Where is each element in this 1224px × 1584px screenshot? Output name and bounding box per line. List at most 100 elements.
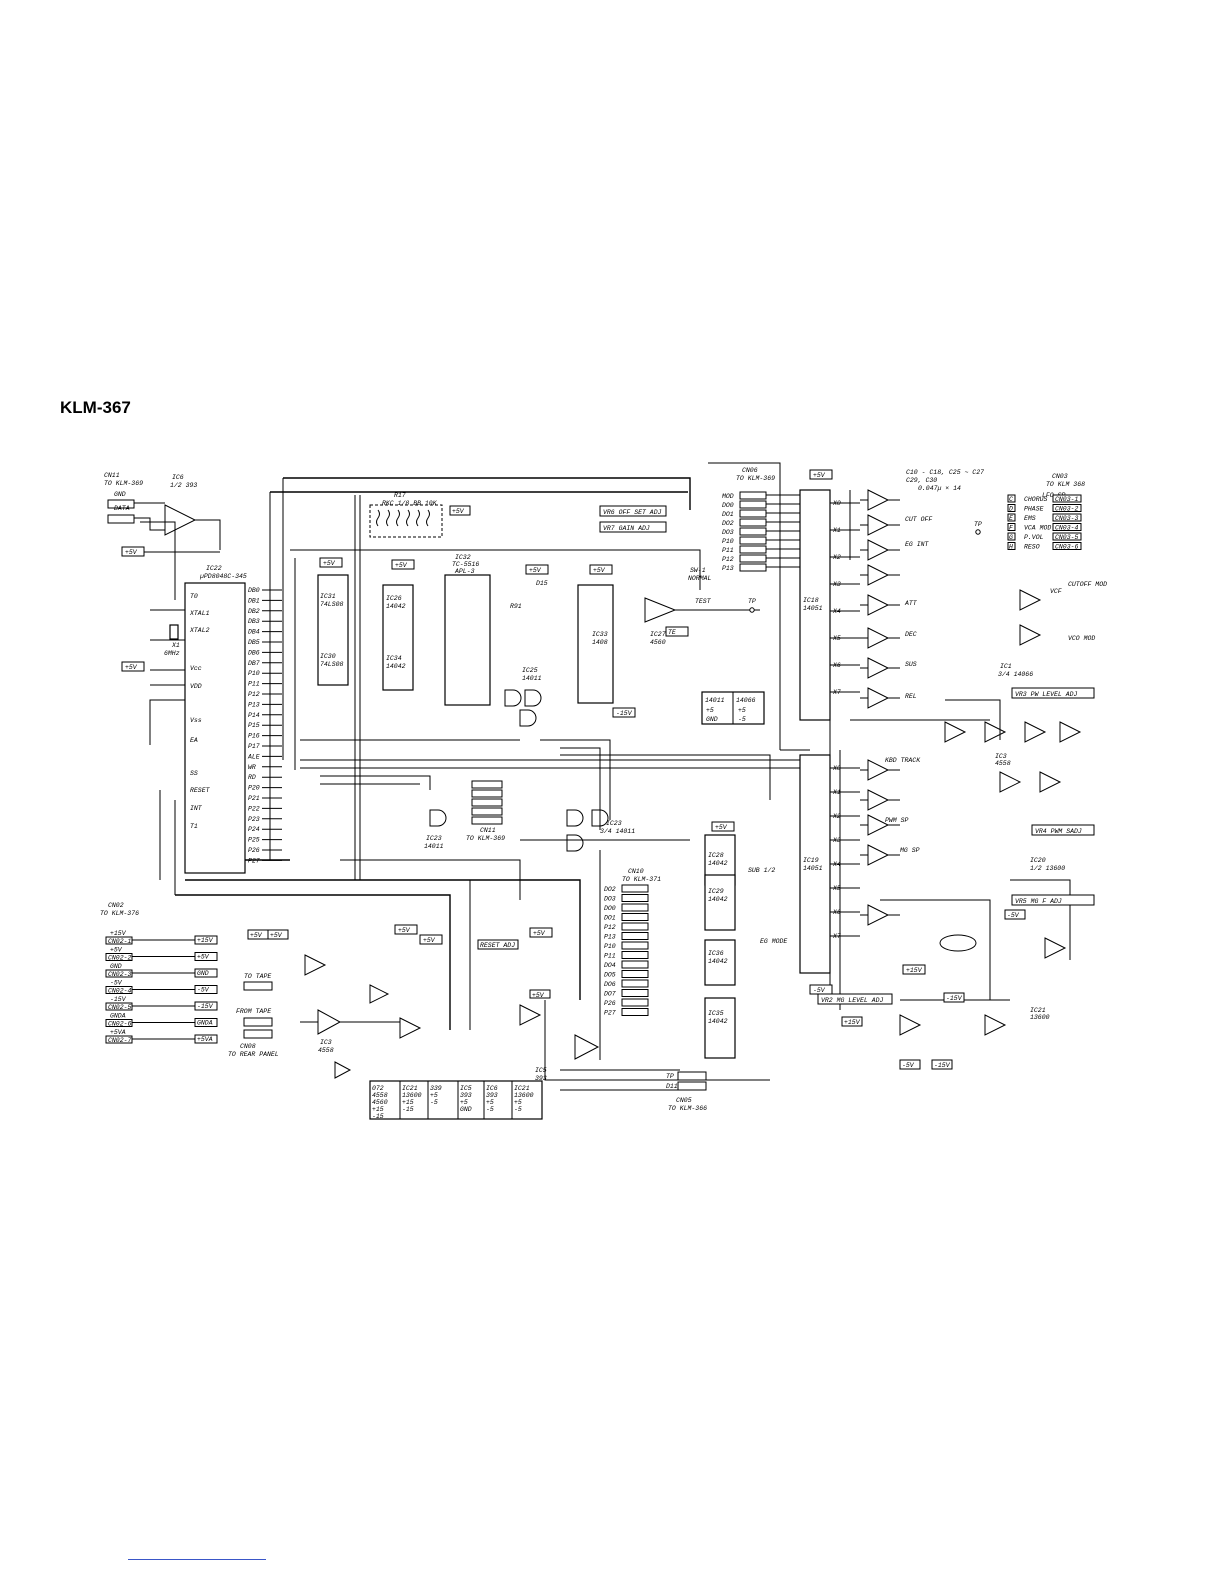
ic3-tape-part: 4558	[318, 1047, 334, 1054]
cn10-pin-tag	[621, 989, 649, 997]
ic29-label: IC29	[708, 888, 724, 895]
cn11-dest: TO KLM-369	[104, 480, 143, 487]
cn10-label: CN10	[628, 868, 644, 875]
cn10-pin-p26: P26	[604, 1000, 616, 1007]
ic26-part: 14042	[386, 603, 406, 610]
ic1-label: IC1	[1000, 663, 1012, 670]
ic22-pin-p20: P20	[248, 785, 260, 792]
ic1-part: 3/4 14066	[998, 671, 1033, 678]
ptable-cell: IC21	[514, 1085, 530, 1092]
mg-transistor-area: +15V -5V -15V +15V -15V -5V	[841, 909, 1026, 1070]
ic22-pin-db5: DB5	[248, 639, 260, 646]
ic22-pin-db4: DB4	[248, 629, 260, 636]
ptable-cell: -15	[372, 1113, 384, 1120]
ic31-vcc-tag: +5V	[323, 560, 336, 567]
ic22-microcontroller: IC22 µPD8048C-345 T0 XTAL1 XTAL2 Vcc VDD…	[184, 565, 282, 874]
lfo-opamps-right: IC3 4558 IC1 3/4 14066 IC20 1/2 13600 IC…	[944, 521, 1082, 1021]
cn02-pin: CN02-1	[108, 938, 132, 945]
ic36-part: 14042	[708, 958, 728, 965]
ic22-pin-p24: P24	[248, 826, 260, 833]
vr5-adj: VR5 MG F ADJ	[1015, 898, 1062, 905]
ic22-pin-p13: P13	[248, 701, 260, 708]
cn02-label: CN02	[108, 902, 124, 909]
sh-opamp	[867, 789, 890, 811]
cn10-pin-p10: P10	[604, 943, 616, 950]
mg-vee-tag-3: -15V	[946, 995, 963, 1002]
ic6-label: IC6	[172, 474, 184, 481]
sw1-normal: NORMAL	[688, 575, 712, 582]
ic22-pin-p12: P12	[248, 691, 260, 698]
tape-vcc-tag-2: +5V	[423, 937, 436, 944]
ic20-part: 1/2 13600	[1030, 865, 1065, 872]
cn02-rail-tag	[194, 1018, 218, 1027]
ic25-nand-gates: IC25 14011 +5V D15 R91	[504, 564, 549, 727]
ic18-label: IC18	[803, 597, 819, 604]
vr3-adj: VR3 PW LEVEL ADJ	[1015, 691, 1078, 698]
connector-cn06: CN06 TO KLM-369 MODDO0DO1DO2DO3P10P11P12…	[722, 467, 800, 572]
vr7-label: VR7 GAIN ADJ	[603, 525, 650, 532]
ic18-vcc-tag: +5V	[813, 472, 826, 479]
ic3-tape-label: IC3	[320, 1039, 332, 1046]
cn10-pin-do1: DO1	[604, 915, 616, 922]
ptable-cell: 393	[460, 1092, 472, 1099]
cn08-dest: TO REAR PANEL	[228, 1051, 279, 1058]
crystal-x1: X1 6MHz	[150, 609, 185, 657]
caps-note-3: 0.047µ × 14	[918, 485, 961, 492]
power-supply-table: 07245584560+15-15IC2113600+15-15339+5-5I…	[369, 1080, 543, 1120]
st-gnd: GND	[706, 716, 718, 723]
sh-opamp	[867, 657, 890, 679]
d15-label: D15	[536, 580, 548, 587]
ic22-pin-p27: P27	[248, 857, 260, 864]
cn03-pin-tag	[1052, 523, 1082, 531]
ic31-part: 74LS08	[320, 601, 344, 608]
ptable-cell: -15	[402, 1106, 414, 1113]
tp-label-dac: TP	[748, 598, 756, 605]
lbl-eg-mode: EG MODE	[760, 938, 787, 945]
plus5v-tag-2: +5V	[125, 664, 138, 671]
ptable-cell: IC6	[486, 1085, 498, 1092]
cn03-letter-box	[1007, 523, 1016, 531]
cn03-letter-box	[1007, 494, 1016, 503]
ic22-pin-db7: DB7	[248, 660, 260, 667]
cn03-letter-box	[1007, 542, 1016, 550]
ic3-part: 4558	[995, 760, 1011, 767]
cn03-letter-box	[1007, 513, 1016, 522]
cn10-pin-do5: DO5	[604, 972, 616, 979]
ptable-cell: +5	[430, 1092, 438, 1099]
ic32-ram: IC32 TC-5516 APL-3	[444, 554, 491, 706]
cn02-dest: TO KLM-376	[100, 910, 139, 917]
right-adjust-labels: VR3 PW LEVEL ADJ VR4 PWM SADJ VR5 MG F A…	[817, 687, 1095, 1005]
cn06-pin-do0: DO0	[722, 502, 734, 509]
ic22-pin-xtal1: XTAL1	[189, 610, 210, 617]
ic23-gates: IC23 3/4 14011 IC23 14011 CN11 TO KLM-36…	[424, 780, 635, 852]
ic33-label: IC33	[592, 631, 608, 638]
cn03-pin-tag	[1052, 542, 1082, 550]
ic22-pin-p15: P15	[248, 722, 260, 729]
cn03-pin: CN03-1	[1055, 496, 1079, 503]
cn06-pin-mod: MOD	[722, 493, 734, 500]
cn10-pin-tag	[621, 922, 649, 931]
ic22-pin-vss: Vss	[190, 717, 202, 724]
mg-vee-tag: -5V	[902, 1062, 915, 1069]
cn03-dest: TO KLM 368	[1046, 481, 1085, 488]
cn10-pin-p13: P13	[604, 934, 616, 941]
tp-label-lfo: TP	[974, 521, 982, 528]
cn03-pin: CN03-2	[1055, 506, 1079, 513]
ic22-pin-p25: P25	[248, 837, 260, 844]
ptable-cell: 072	[372, 1085, 384, 1092]
cn02-rail-tag	[194, 935, 218, 945]
tape-vcc-tag: +5V	[398, 927, 411, 934]
sh-opamp	[867, 844, 890, 866]
ic30-part: 74LS08	[320, 661, 344, 668]
ic32-label: IC32	[455, 554, 471, 561]
sh-opamp	[867, 564, 890, 586]
ic22-part: µPD8048C-345	[199, 573, 247, 580]
lbl-reset-adj: RESET ADJ	[480, 942, 515, 949]
cn02-rail-tag	[194, 1001, 218, 1011]
ptable-cell: -5	[486, 1106, 494, 1113]
lbl-dec: DEC	[905, 631, 917, 638]
cn02-rail-tag	[194, 1034, 218, 1044]
reset-vcc-tag-2: +5V	[532, 992, 545, 999]
cn06-dest: TO KLM-369	[736, 475, 775, 482]
